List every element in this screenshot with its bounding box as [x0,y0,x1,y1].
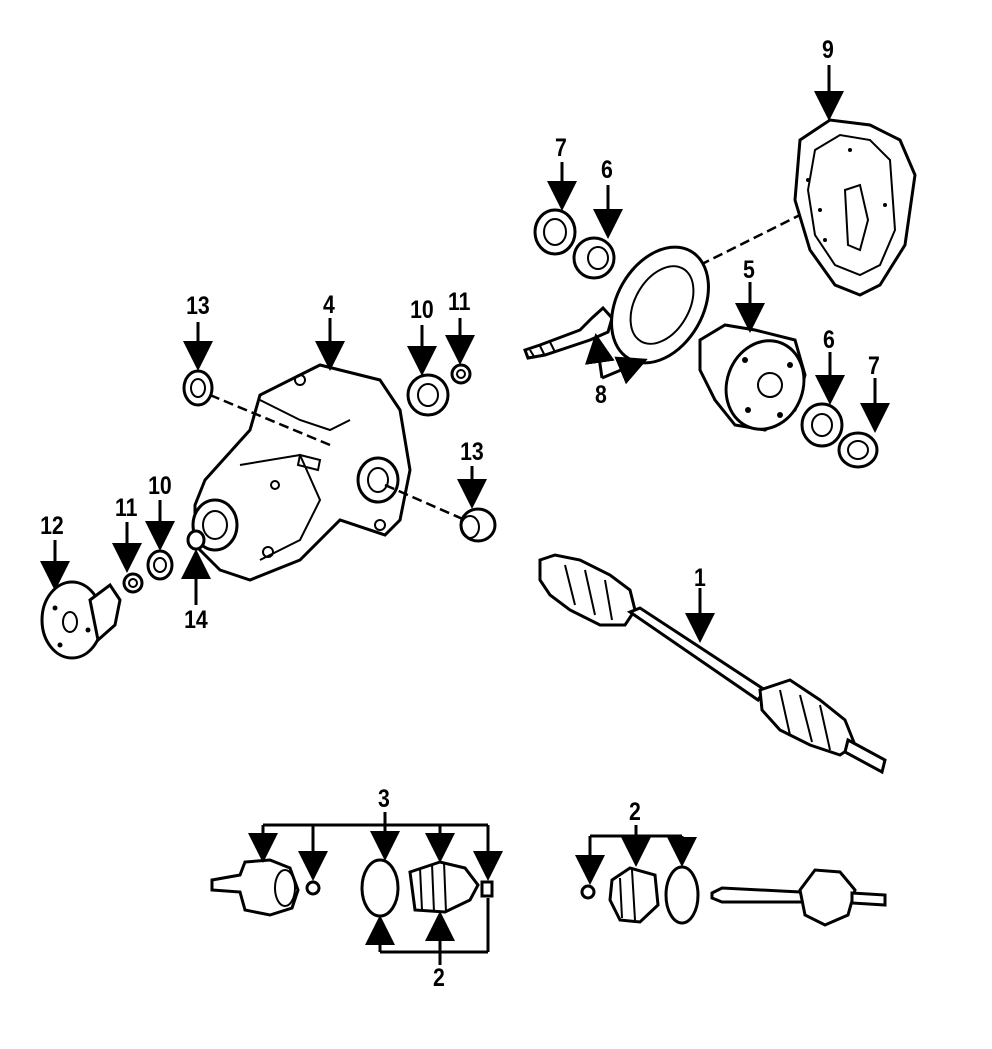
leader-lines [40,65,890,965]
outer-cv-joint-kit [580,865,887,927]
callout-6-upper: 6 [601,156,613,184]
callout-12: 12 [40,512,64,540]
callout-13-lower: 13 [460,438,484,466]
callout-10-upper: 10 [410,296,434,324]
callout-10-lower: 10 [148,472,172,500]
seal-13-lower [459,507,497,543]
axis-line-left-seal [209,393,331,447]
callout-11-upper: 11 [447,288,471,316]
differential-case-5 [698,323,807,432]
callout-4: 4 [323,291,335,319]
seal-13-upper [182,369,214,407]
callout-7-upper: 7 [555,134,567,162]
spacer-11-upper [450,363,472,385]
callout-2-right: 2 [629,798,641,826]
axis-line-cover [699,193,841,267]
callout-9: 9 [822,36,834,64]
companion-flange-12 [40,580,122,660]
bearing-10-upper [406,373,450,417]
callout-7-lower: 7 [868,352,880,380]
callout-6-lower: 6 [823,326,835,354]
callout-8: 8 [595,381,607,409]
callout-14: 14 [184,606,208,634]
bearing-6-lower [800,402,844,448]
seal-7-upper [533,208,577,256]
callout-2-bottom: 2 [433,964,445,992]
callout-11-lower: 11 [114,494,138,522]
callout-5: 5 [743,256,755,284]
bearing-10-lower [146,549,174,581]
callout-1: 1 [694,564,706,592]
pinion-seal-14 [186,529,206,551]
axle-shaft-1 [538,553,887,775]
callout-3: 3 [378,785,390,813]
callout-13-upper: 13 [186,292,210,320]
seal-7-lower [837,431,879,469]
differential-housing [191,363,412,582]
inner-cv-joint-kit [210,858,494,918]
spacer-11-lower [122,572,144,594]
bearing-6-upper [572,236,616,280]
differential-cover-9 [793,118,917,297]
